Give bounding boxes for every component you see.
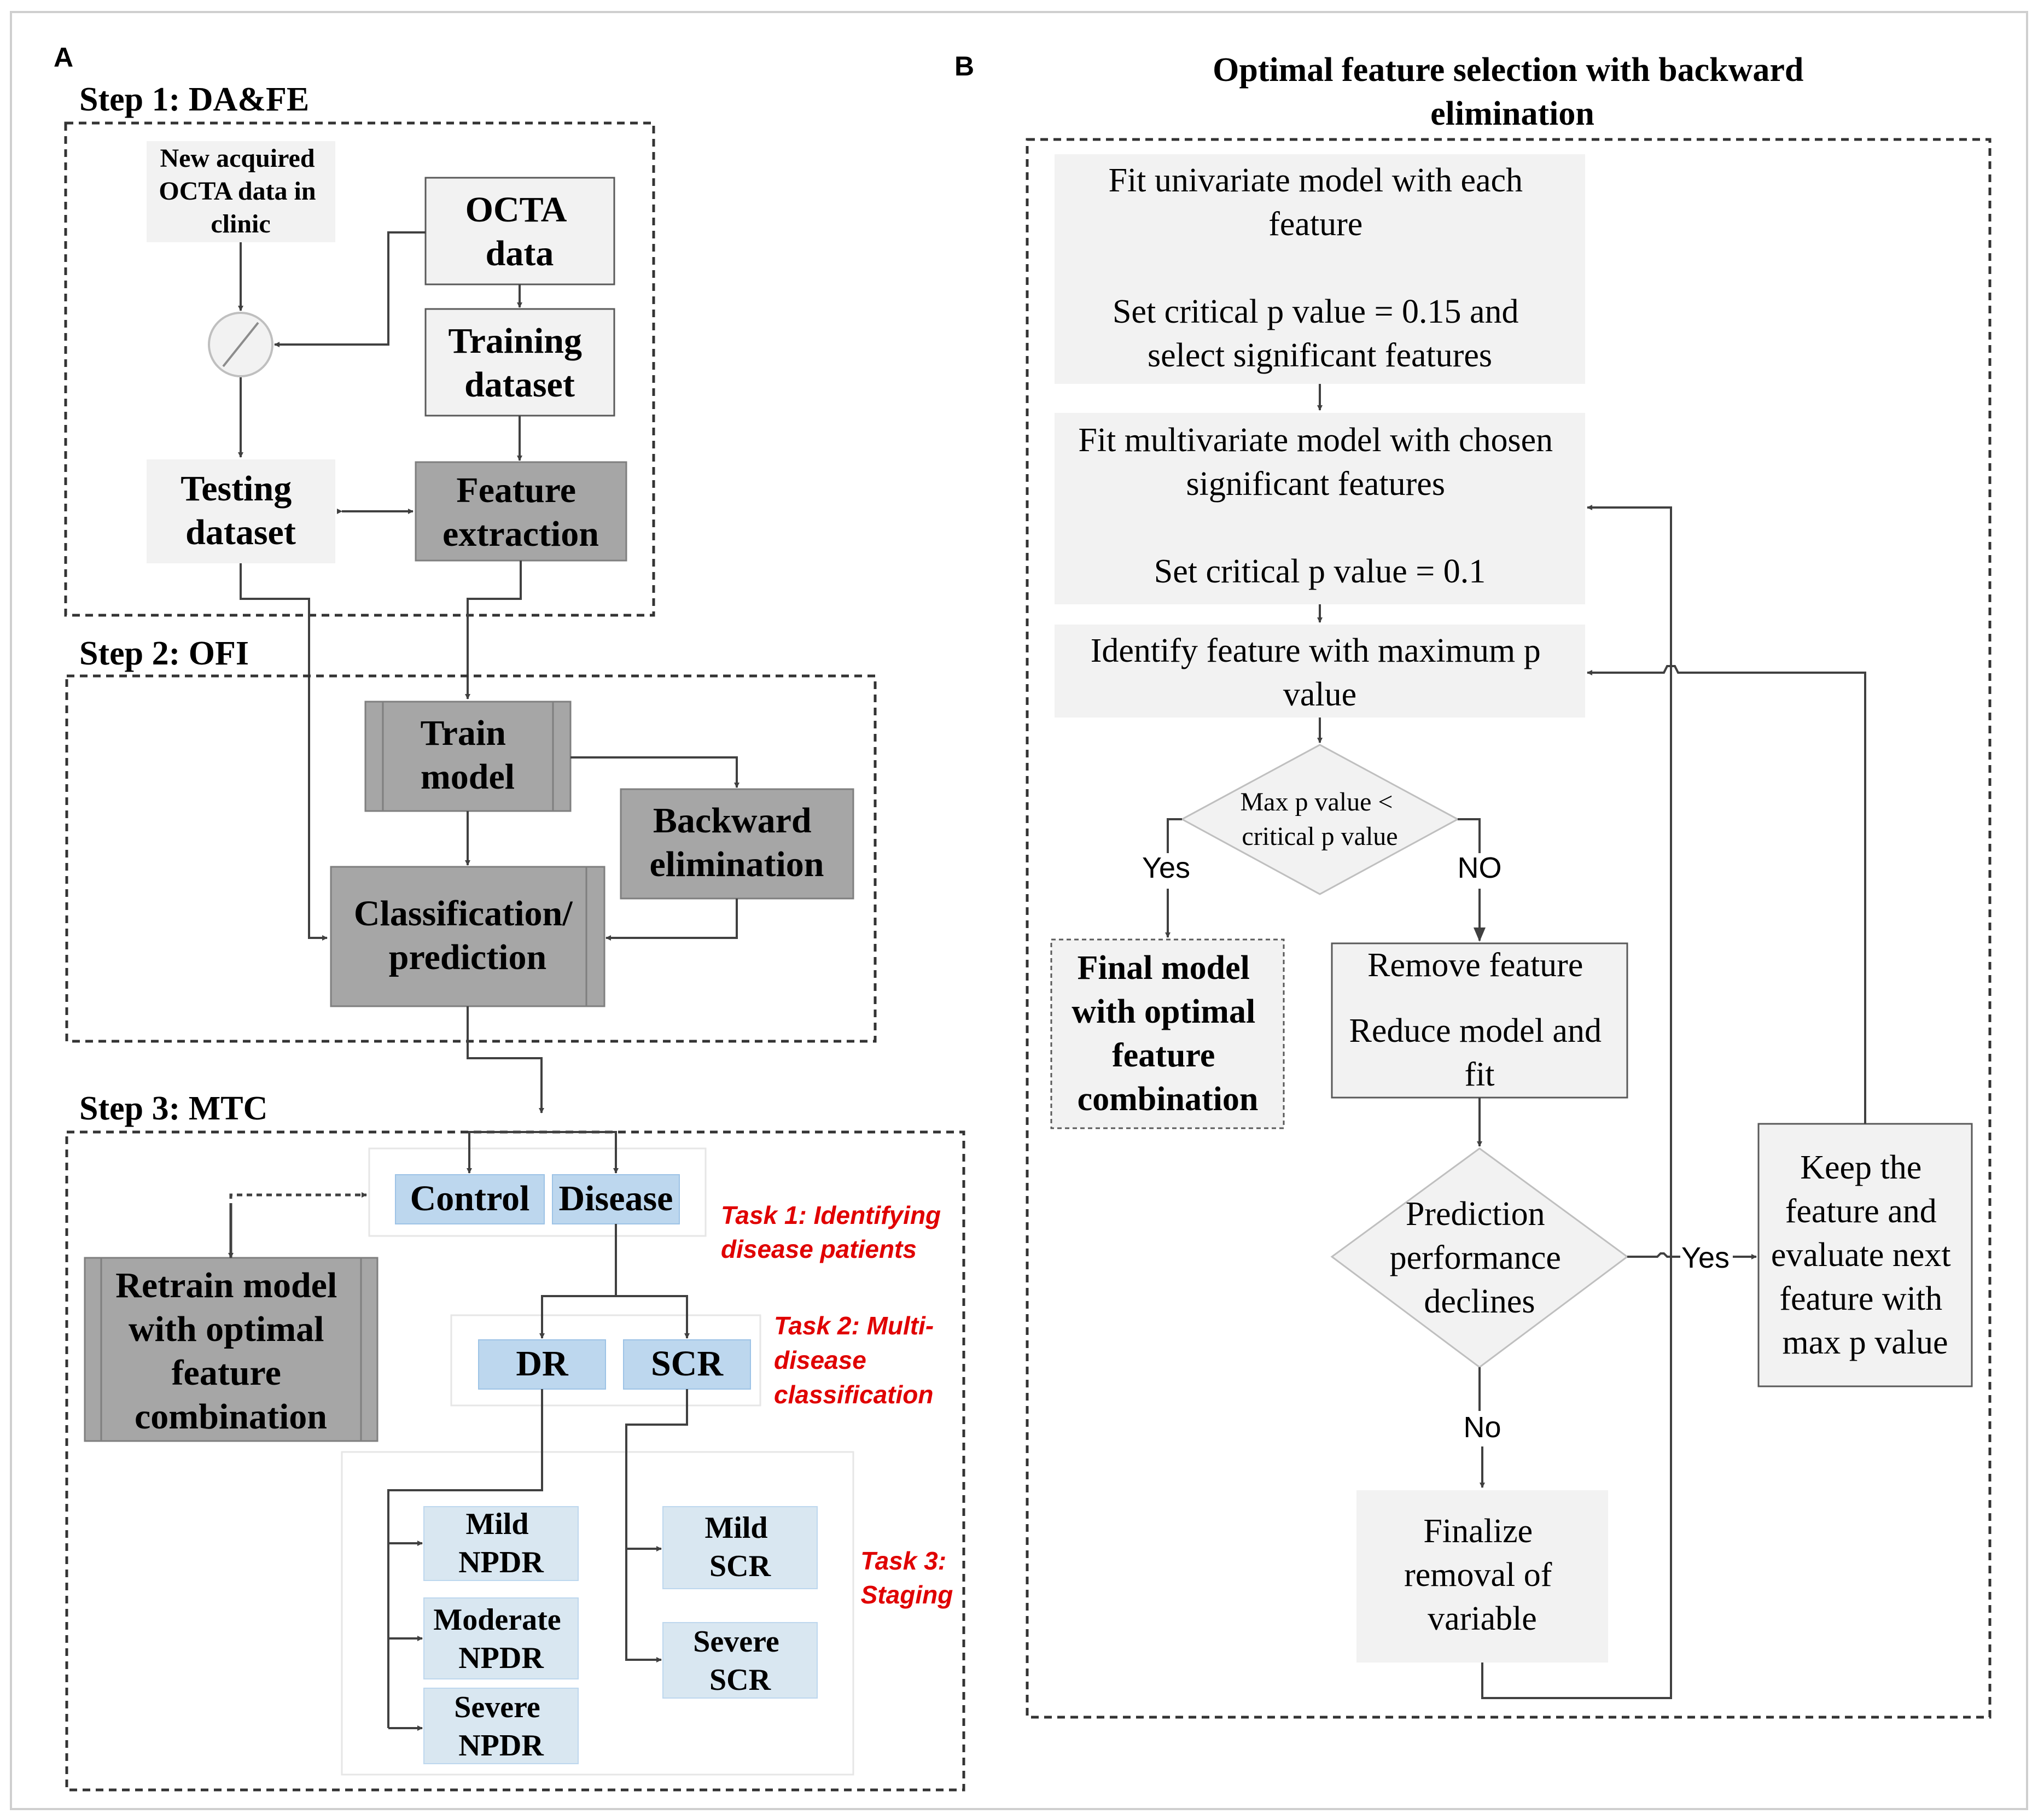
severe-scr-box <box>662 1622 818 1699</box>
mild-npdr-label: Mild NPDR <box>458 1507 544 1579</box>
step1-title: Step 1: DA&FE <box>79 81 309 118</box>
final-model-label: Final model with optimal feature combina… <box>1072 949 1263 1118</box>
severe-scr-label: Severe SCR <box>693 1625 787 1697</box>
multivariate-label: Fit multivariate model with chosen signi… <box>1078 422 1561 590</box>
task2-frame <box>450 1314 761 1407</box>
task2-label: Task 2: Multi- disease classification <box>774 1311 941 1409</box>
training-dataset-label: Training dataset <box>448 321 591 405</box>
identify-box <box>1055 625 1585 718</box>
panel-b-title: Optimal feature selection with backward … <box>1213 51 1812 132</box>
univariate-box <box>1055 154 1585 384</box>
no1-label: NO <box>1458 851 1502 884</box>
remove-feature-box <box>1331 942 1628 1099</box>
retrain-dashed-arrow <box>229 1192 367 1258</box>
step3-arrows <box>387 1131 690 1731</box>
step3-title: Step 3: MTC <box>79 1090 267 1127</box>
backward-elimination-box <box>620 788 854 900</box>
task3-label: Task 3: Staging <box>860 1547 953 1609</box>
mild-scr-label: Mild SCR <box>704 1511 775 1583</box>
new-data-box <box>147 141 335 242</box>
mild-scr-box <box>662 1506 818 1589</box>
feature-extraction-label: Feature extraction <box>442 470 599 554</box>
task1-label: Task 1: Identifying disease patients <box>721 1201 948 1263</box>
task3-frame <box>341 1451 854 1776</box>
backward-elimination-label: Backward elimination <box>649 801 824 884</box>
step2-frame <box>65 674 877 1043</box>
outer-frame <box>10 11 2028 1810</box>
scr-label: SCR <box>651 1344 724 1384</box>
control-box <box>395 1174 545 1224</box>
univariate-label: Fit univariate model with each feature S… <box>1108 162 1531 374</box>
train-model-box <box>364 701 572 812</box>
decision1-label: Max p value < critical p value <box>1241 788 1400 851</box>
step2-title: Step 2: OFI <box>79 635 249 672</box>
merge-slash <box>222 322 259 368</box>
task1-frame <box>368 1147 707 1237</box>
new-data-label: New acquired OCTA data in clinic <box>159 144 322 238</box>
panel-b-arrows <box>1165 384 1866 1699</box>
dr-box <box>478 1339 606 1390</box>
testing-dataset-box <box>147 459 335 563</box>
finalize-box <box>1356 1490 1608 1662</box>
disease-label: Disease <box>559 1179 673 1218</box>
retrain-label: Retrain model with optimal feature combi… <box>115 1265 346 1437</box>
step2-arrows <box>465 756 739 1113</box>
panel-a-letter: A <box>54 42 73 73</box>
retrain-box <box>84 1257 379 1442</box>
testing-dataset-label: Testing dataset <box>180 469 300 552</box>
multivariate-box <box>1055 413 1585 604</box>
keep-feature-box <box>1757 1123 1973 1387</box>
moderate-npdr-label: Moderate NPDR <box>433 1603 568 1675</box>
step1-arrows <box>238 231 522 941</box>
identify-label: Identify feature with maximum p value <box>1091 632 1549 713</box>
decision2-label: Prediction performance declines <box>1390 1195 1570 1320</box>
octa-data-box <box>424 177 615 285</box>
dr-label: DR <box>516 1344 569 1384</box>
keep-feature-label: Keep the feature and evaluate next featu… <box>1771 1149 1959 1361</box>
severe-npdr-label: Severe NPDR <box>454 1690 548 1763</box>
octa-data-label: OCTA data <box>465 190 574 273</box>
control-label: Control <box>410 1179 530 1218</box>
yes2-label: Yes <box>1681 1241 1730 1274</box>
severe-npdr-box <box>423 1688 579 1764</box>
training-dataset-box <box>424 308 615 417</box>
final-model-box <box>1050 938 1285 1129</box>
no2-label: No <box>1463 1411 1501 1444</box>
panel-b-letter: B <box>954 51 974 81</box>
mild-npdr-box <box>423 1506 579 1581</box>
classification-label: Classification/ prediction <box>354 894 581 977</box>
classification-box <box>330 866 605 1007</box>
finalize-label: Finalize removal of variable <box>1404 1513 1560 1637</box>
moderate-npdr-box <box>423 1597 579 1679</box>
panel-b-frame <box>1026 138 1992 1719</box>
step1-frame <box>64 121 655 617</box>
decision1-diamond <box>1180 744 1460 895</box>
yes1-label: Yes <box>1142 851 1190 884</box>
remove-feature-label: Remove feature Reduce model and fit <box>1349 947 1610 1093</box>
train-model-label: Train model <box>421 713 515 797</box>
